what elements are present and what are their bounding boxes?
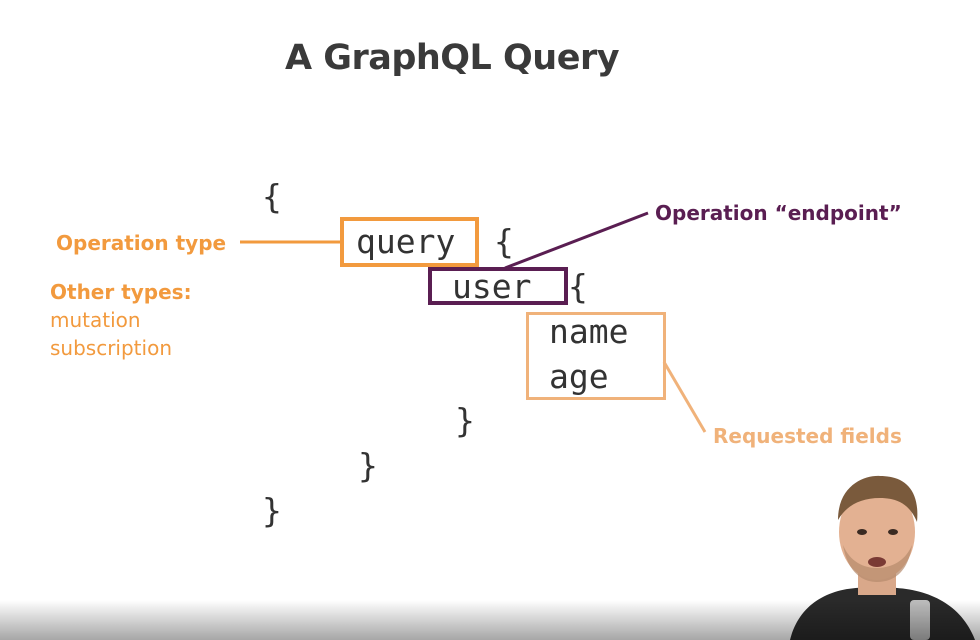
code-field-name: name: [549, 312, 629, 351]
code-user-brace: {: [568, 267, 588, 306]
slide-title: A GraphQL Query: [284, 38, 620, 78]
presenter-webcam: [780, 470, 980, 640]
operation-type-label: Operation type: [56, 231, 227, 255]
other-types-heading: Other types:: [50, 280, 192, 304]
code-query-keyword: query: [356, 222, 456, 261]
operation-endpoint-connector: [504, 211, 649, 270]
operation-type-box: [340, 217, 479, 267]
requested-fields-box: [526, 312, 666, 400]
requested-fields-connector: [662, 361, 707, 433]
requested-fields-label: Requested fields: [713, 424, 902, 448]
code-query-brace: {: [494, 222, 514, 261]
operation-endpoint-box: [428, 267, 568, 305]
other-type-mutation: mutation: [50, 308, 141, 332]
code-close-outer: }: [262, 491, 282, 530]
other-type-subscription: subscription: [50, 336, 172, 360]
code-close-query: }: [358, 446, 378, 485]
code-field-age: age: [549, 357, 609, 396]
operation-endpoint-label: Operation “endpoint”: [655, 201, 902, 225]
presenter-avatar: [780, 470, 980, 640]
code-user-field: user: [452, 267, 532, 306]
code-open-brace: {: [262, 177, 282, 216]
code-close-inner: }: [455, 401, 475, 440]
